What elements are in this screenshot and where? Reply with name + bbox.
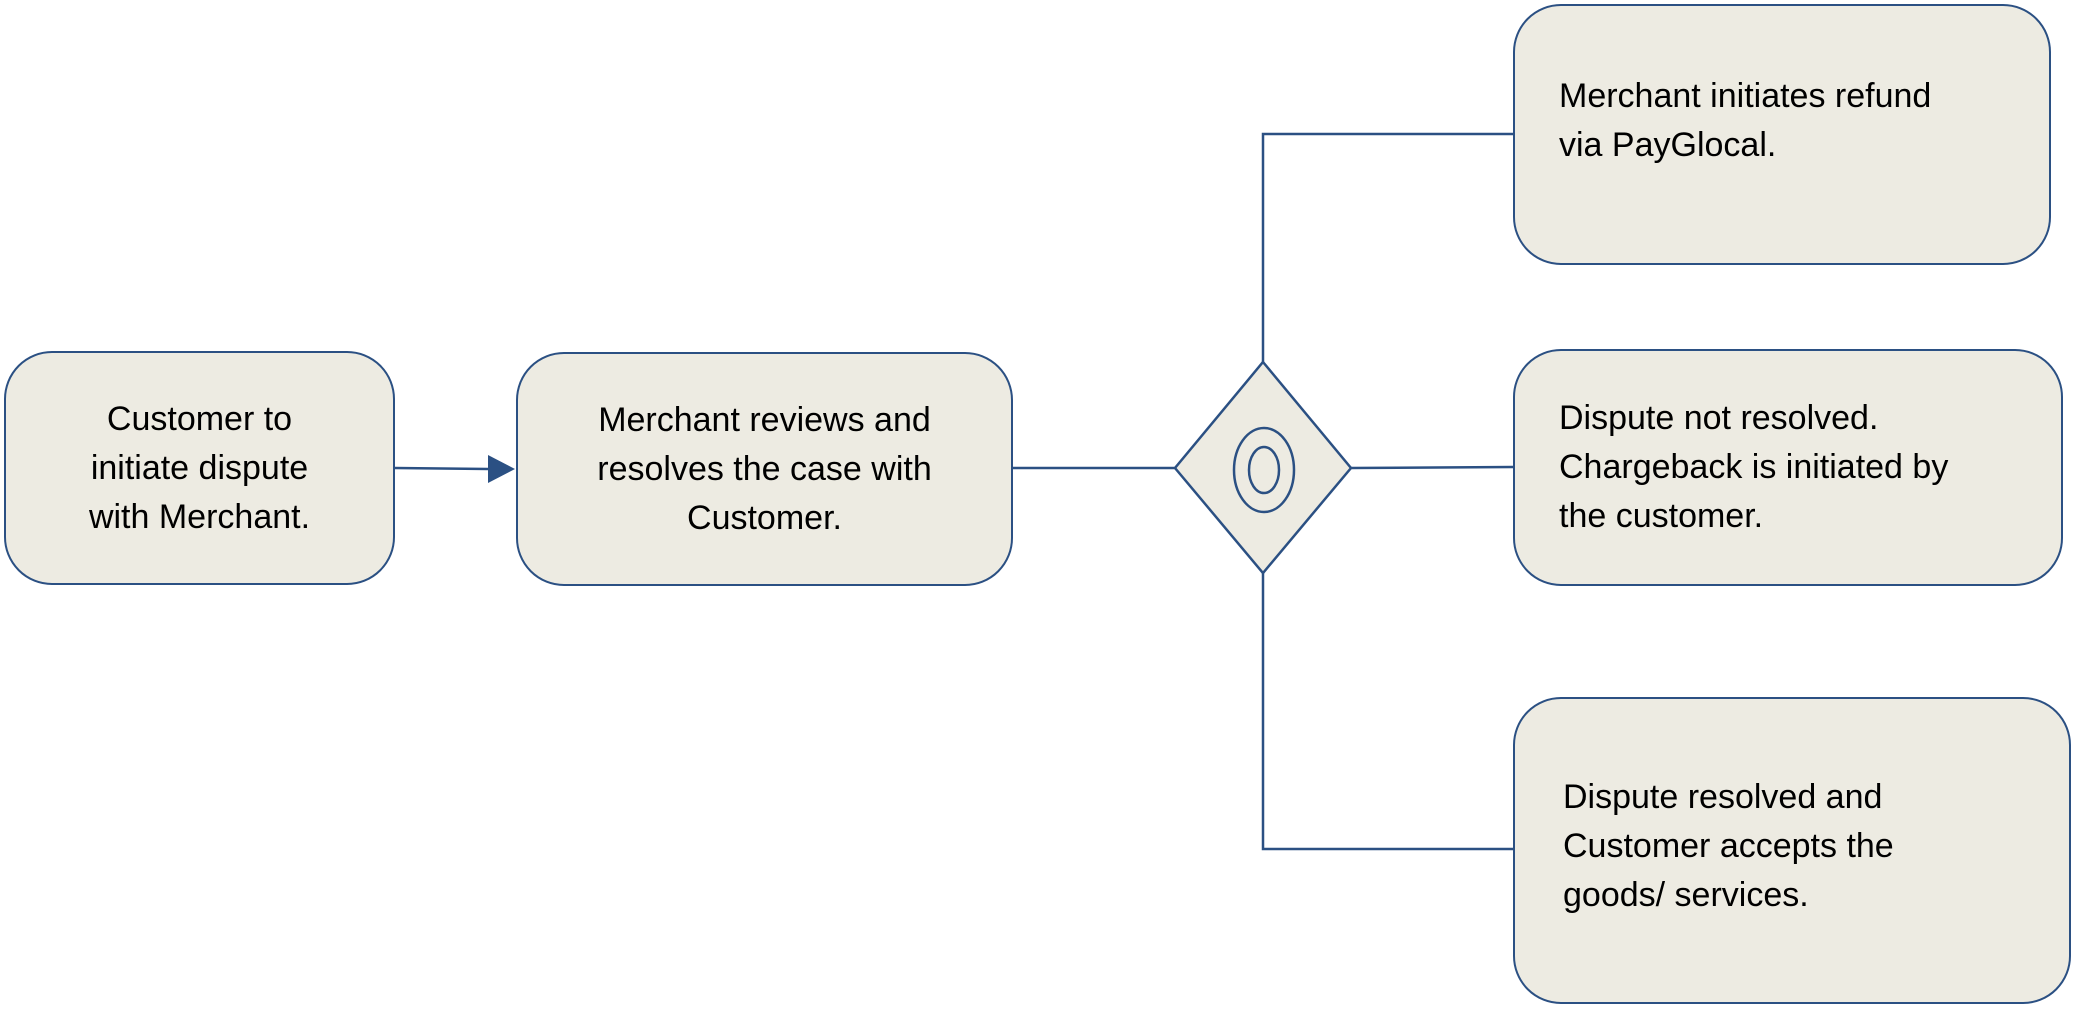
node-review-label: Merchant reviews and resolves the case w… [597,400,932,537]
connector-start-to-review [394,466,489,471]
node-start-label: Customer to initiate dispute with Mercha… [88,399,311,536]
node-review: Merchant reviews and resolves the case w… [516,352,1013,586]
node-refund: Merchant initiates refund via PayGlocal. [1513,4,2051,265]
node-refund-label: Merchant initiates refund via PayGlocal. [1559,76,1932,164]
gateway-circle-icon [1232,426,1296,514]
node-accepted-label: Dispute resolved and Customer accepts th… [1563,778,1894,914]
arrowhead-icon [488,455,515,483]
gateway-diamond [1173,360,1353,575]
decision-gateway [1173,360,1353,575]
node-accepted: Dispute resolved and Customer accepts th… [1513,697,2071,1004]
node-start: Customer to initiate dispute with Mercha… [4,351,395,585]
connector-gateway-to-refund [1261,132,1513,362]
node-chargeback: Dispute not resolved. Chargeback is init… [1513,349,2063,586]
connector-gateway-to-accepted [1261,573,1513,851]
node-chargeback-label: Dispute not resolved. Chargeback is init… [1559,399,1949,535]
connector-gateway-to-chargeback [1350,465,1514,470]
